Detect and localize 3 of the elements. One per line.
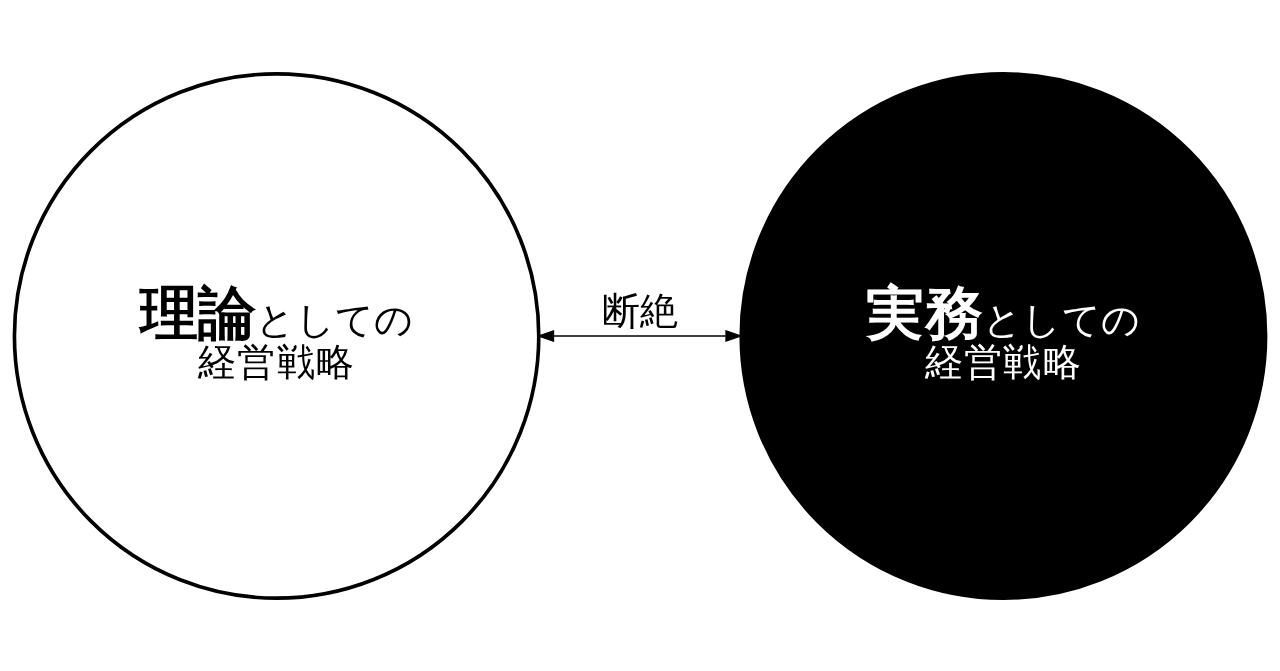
- node-circle: 実務としての経営戦略: [739, 71, 1268, 600]
- edge-label: 断絶: [602, 288, 678, 333]
- node-circle: 理論としての経営戦略: [12, 71, 541, 600]
